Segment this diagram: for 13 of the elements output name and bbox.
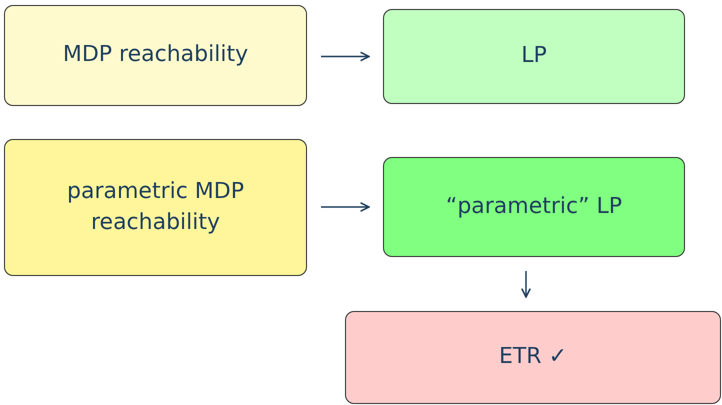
box-label: LP	[521, 42, 547, 70]
arrow	[521, 271, 531, 298]
process-box	[383, 9, 685, 104]
arrow	[321, 202, 370, 212]
box-label: ETR ✓	[498, 343, 568, 372]
box-label: MDP reachability	[62, 41, 248, 70]
box-label: parametric MDP reachability	[66, 178, 245, 236]
arrow	[321, 52, 370, 62]
process-box	[345, 311, 721, 404]
process-box	[4, 139, 307, 276]
process-box	[4, 5, 307, 106]
process-box	[383, 157, 685, 257]
box-label: “parametric” LP	[446, 192, 622, 221]
